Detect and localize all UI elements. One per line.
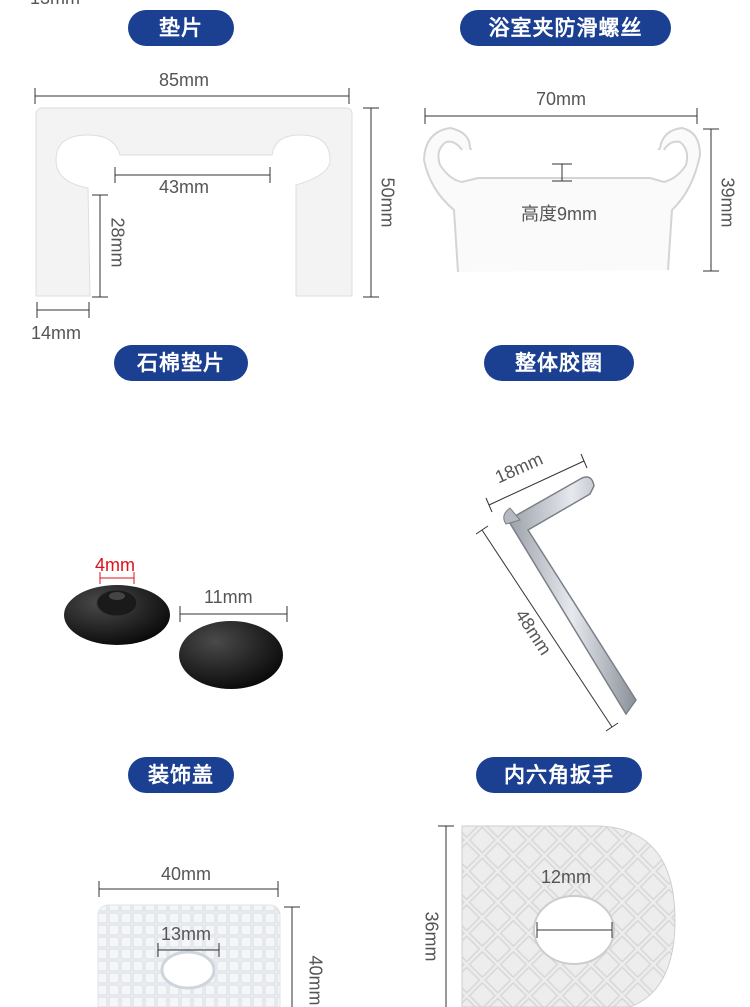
label-shim: 垫片 [128,10,234,46]
cover-cap-illustration [64,572,288,689]
bath-clip-illustration [422,126,702,273]
pad-height-dimension: 40mm [305,955,326,1006]
label-cover: 装饰盖 [128,757,234,793]
cover-hole-dimension: 4mm [95,555,135,575]
pad2-height-dimension: 36mm [421,911,442,962]
square-pad-illustration [97,881,300,1007]
hex-key-illustration [475,453,637,732]
label-gasket: 整体胶圈 [484,345,634,381]
cover-diameter-dimension: 11mm [204,587,253,607]
label-asbestos-shim: 石棉垫片 [114,345,248,381]
pad-hole-dimension: 13mm [161,924,212,944]
clip-height-label: 高度9mm [521,204,597,224]
top-cut-dimension: 13mm [30,0,80,9]
shim-leg-width-dimension: 14mm [31,323,82,343]
pad2-hole-dimension: 12mm [541,867,592,887]
bath-clip-dimensions [424,108,719,272]
clip-height-dimension: 39mm [717,177,738,228]
label-bath-clip: 浴室夹防滑螺丝 [460,10,671,46]
shim-leg-height-dimension: 28mm [107,217,128,268]
shim-illustration [34,88,379,318]
shim-inner-dimension: 43mm [159,177,210,197]
pad-width-dimension: 40mm [161,864,212,884]
shim-width-dimension: 85mm [159,70,210,90]
d-pad-illustration [438,825,676,1007]
label-hex-key: 内六角扳手 [476,757,642,793]
shim-height-dimension: 50mm [377,177,398,228]
clip-width-dimension: 70mm [536,89,587,109]
